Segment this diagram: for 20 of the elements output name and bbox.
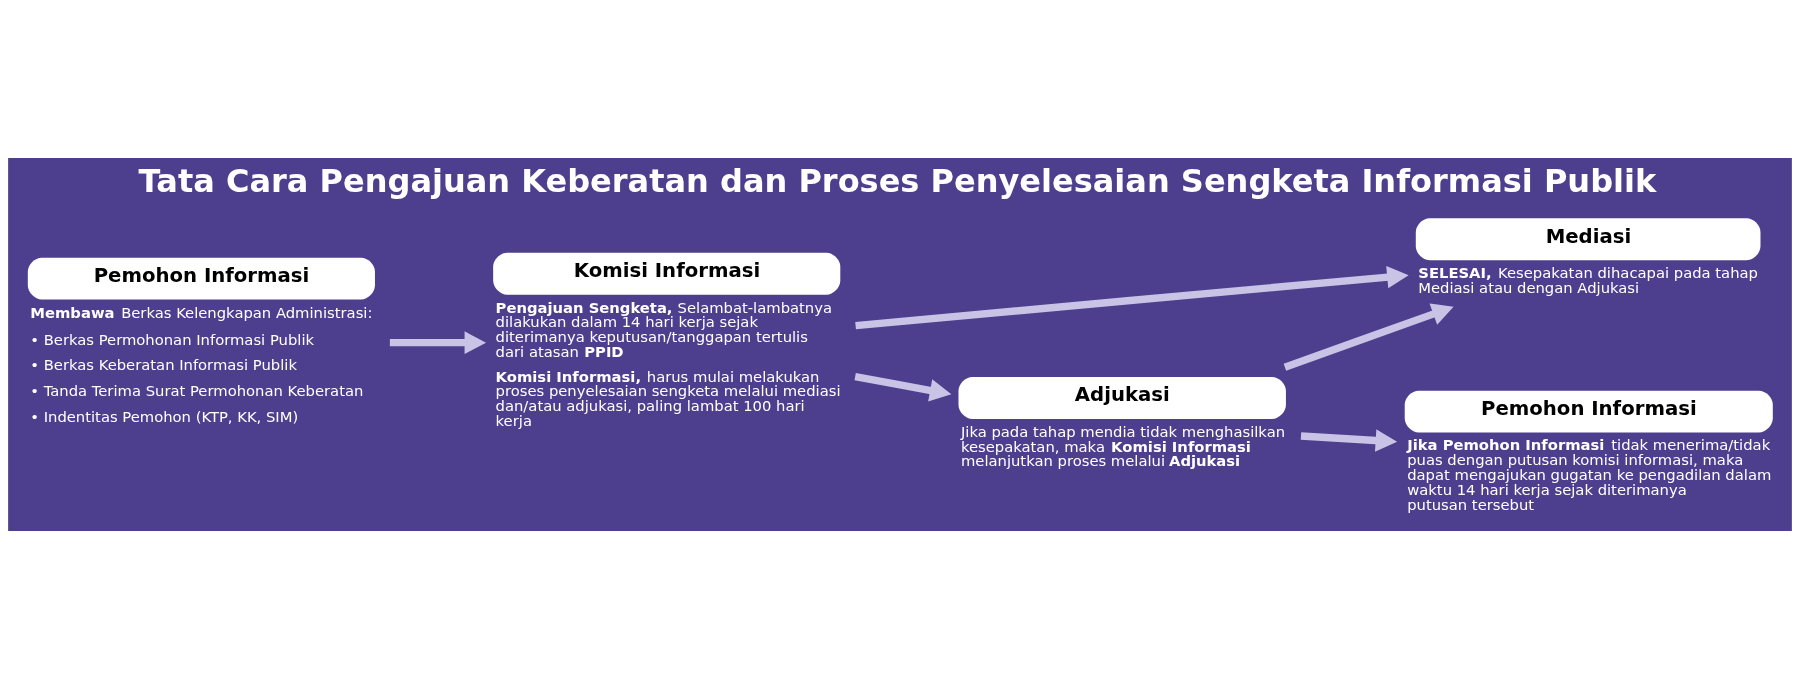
node-box: Mediasi <box>1415 217 1761 260</box>
node-label: • Indentitas Pemohon (KTP, KK, SIM) <box>30 407 299 425</box>
node-label: Komisi Informasi, harus mulai melakukan proses penyelesaian sengketa melalui mediasi dan/atau adjukasi, paling lambat 100 hari kerja <box>495 367 841 429</box>
node-label: Jika Pemohon Informasi tidak menerima/tidak puas dengan putusan komisi informasi, maka dapat mengajukan gugatan ke pengadilan dalam waktu 14 hari kerja sejak diterimanya putusan tersebut <box>1407 435 1772 513</box>
diagram-title: Tata Cara Pengajuan Keberatan dan Proses Penyelesaian Sengketa Informasi Publik <box>138 161 1657 200</box>
node-box: Komisi Informasi <box>493 252 841 295</box>
arrow <box>1283 302 1454 371</box>
node-label: SELESAI, Kesepakatan dihacapai pada tahap Mediasi atau dengan Adjukasi <box>1418 263 1758 296</box>
node-box: Pemohon Informasi <box>1404 390 1773 432</box>
node-label: Jika pada tahap mendia tidak menghasilkan kesepakatan, maka Komisi Informasi melanjutkan proses melalui Adjukasi <box>960 422 1286 469</box>
node-box: Adjukasi <box>958 376 1286 419</box>
node-label: • Berkas Keberatan Informasi Publik <box>30 355 297 373</box>
node-label: Pengajuan Sengketa, Selambat-lambatnya dilakukan dalam 14 hari kerja sejak diterimanya keputusan/tanggapan tertulis dari atasan PPID <box>495 298 832 360</box>
arrow <box>854 372 952 401</box>
node-label: Membawa Berkas Kelengkapan Administrasi: <box>30 303 373 321</box>
node-label: • Tanda Terima Surat Permohonan Keberatan <box>30 381 364 399</box>
arrow <box>1300 428 1398 452</box>
node-label: • Berkas Permohonan Informasi Publik <box>30 330 315 348</box>
node-box: Pemohon Informasi <box>27 257 375 300</box>
arrow <box>389 330 487 354</box>
